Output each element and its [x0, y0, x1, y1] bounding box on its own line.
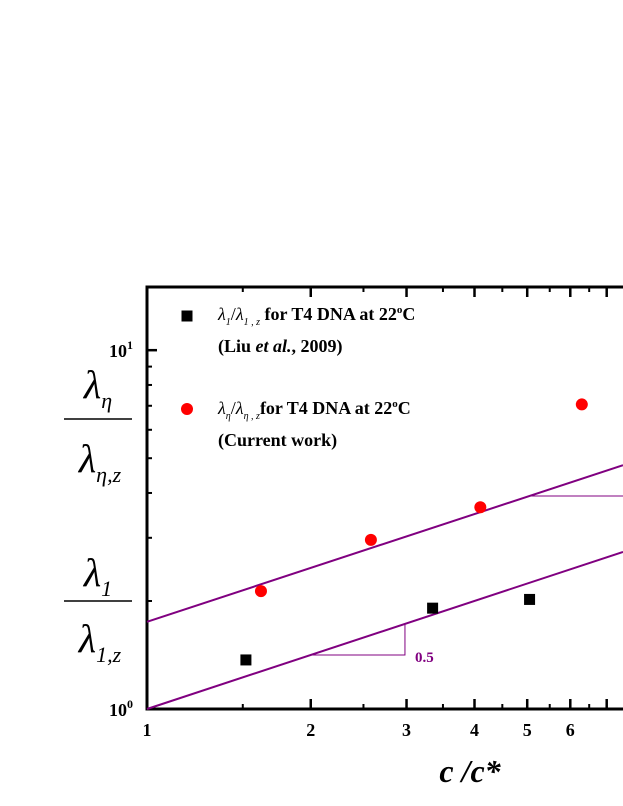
x-tick-label: 6 [566, 720, 575, 740]
legend-entry: λ1/λ1 , z for T4 DNA at 22oC [217, 304, 415, 328]
slope-triangles: 0.5 [310, 495, 623, 666]
fit-line [146, 550, 623, 710]
x-tick-label: 3 [402, 720, 411, 740]
fraction-denominator: λη,z [78, 436, 122, 487]
legend-entry: λη/λη , zfor T4 DNA at 22oC [217, 398, 411, 422]
fraction-numerator: λ1 [83, 550, 112, 601]
data-point-circle [575, 398, 588, 411]
x-tick-label: 1 [143, 720, 152, 740]
y-axis-label-bottom: λ1 λ1,z [64, 550, 132, 667]
slope-triangle [310, 623, 406, 656]
data-markers [240, 398, 588, 666]
data-point-square [427, 602, 439, 614]
legend-marker-circle [181, 403, 193, 415]
data-point-square [240, 654, 252, 666]
data-point-circle [364, 533, 377, 546]
data-point-square [524, 593, 536, 605]
legend: λ1/λ1 , z for T4 DNA at 22oC (Liu et al.,… [181, 304, 415, 451]
tick-labels: 1 2 3 4 5 6 100 101 [109, 338, 575, 740]
fit-line [146, 464, 623, 623]
fraction-numerator: λη [83, 362, 112, 413]
legend-marker-square [181, 310, 193, 322]
fraction-denominator: λ1,z [78, 616, 122, 667]
axis-labels: λη λη,z λ1 λ1,z c /c* [64, 362, 502, 789]
plot-axes [145, 285, 623, 711]
data-point-circle [474, 501, 487, 514]
fit-lines [146, 464, 623, 710]
y-tick-label: 101 [109, 338, 133, 361]
data-point-circle [254, 585, 267, 598]
y-axis-label-top: λη λη,z [64, 362, 132, 487]
slope-label: 0.5 [415, 650, 434, 666]
x-axis-label: c /c* [439, 753, 501, 789]
legend-entry-line2: (Liu et al., 2009) [218, 336, 343, 357]
x-tick-label: 5 [523, 720, 532, 740]
axis-frame [145, 285, 623, 711]
y-tick-label: 100 [109, 697, 133, 720]
x-tick-label: 2 [306, 720, 315, 740]
x-tick-label: 4 [470, 720, 479, 740]
legend-entry-line2: (Current work) [218, 430, 337, 451]
